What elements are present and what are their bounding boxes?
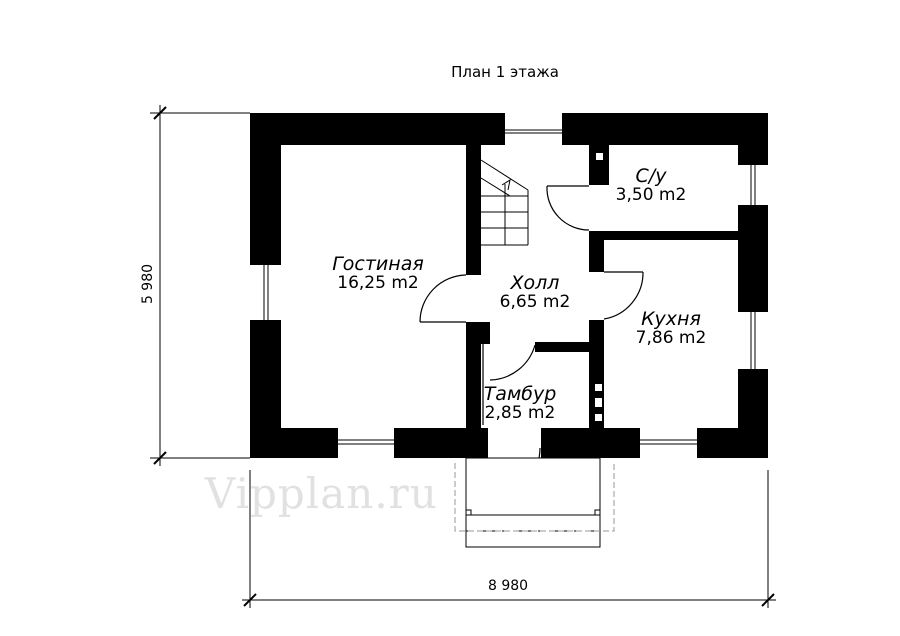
porch <box>454 457 615 548</box>
door-bath <box>546 185 590 231</box>
window-bottom-kitchen <box>640 428 697 458</box>
room-area: 7,86 m2 <box>635 328 707 348</box>
dimension-width: 8 980 <box>488 578 529 594</box>
walls <box>250 113 768 458</box>
door-tambur <box>482 344 536 425</box>
wall-living-hall-lower <box>466 322 481 428</box>
wall-hall-kitchen-mid <box>589 231 604 272</box>
dimension-height: 5 980 <box>140 263 157 305</box>
room-bathroom: С/у 3,50 m2 <box>616 167 687 205</box>
watermark: Vipplan.ru <box>205 469 438 518</box>
dimension-lines <box>150 105 776 608</box>
room-name: Кухня <box>641 308 701 330</box>
window-left <box>250 265 281 320</box>
window-bottom-living <box>338 428 394 458</box>
room-area: 2,85 m2 <box>484 403 556 423</box>
windows <box>250 113 768 458</box>
wall-tambur-top <box>535 342 593 352</box>
room-area: 6,65 m2 <box>499 292 571 312</box>
room-living: Гостиная 16,25 m2 <box>332 255 424 293</box>
door-kitchen <box>603 271 644 320</box>
wall-living-hall-upper <box>466 145 481 275</box>
wall-hall-bath <box>589 145 609 185</box>
room-name: Холл <box>510 272 560 294</box>
room-name: С/у <box>635 165 667 187</box>
room-area: 16,25 m2 <box>337 273 419 293</box>
plan-title: План 1 этажа <box>451 63 559 81</box>
room-name: Гостиная <box>332 253 424 275</box>
room-area: 3,50 m2 <box>615 185 687 205</box>
wall-tambur-left-stub <box>466 322 490 344</box>
room-name: Тамбур <box>483 383 557 405</box>
stairs <box>480 159 529 246</box>
room-vestibule: Тамбур 2,85 m2 <box>484 385 557 423</box>
door-living <box>419 274 467 323</box>
room-kitchen: Кухня 7,86 m2 <box>636 310 707 348</box>
window-right-bath <box>738 165 768 205</box>
wall-bath-kitchen <box>589 231 738 240</box>
entrance-opening <box>488 428 541 458</box>
wall-hall-kitchen-lower <box>589 320 604 428</box>
vent-ducts <box>595 153 603 421</box>
room-hall: Холл 6,65 m2 <box>500 274 571 312</box>
window-right-kitchen <box>738 312 768 369</box>
window-top <box>505 113 562 145</box>
